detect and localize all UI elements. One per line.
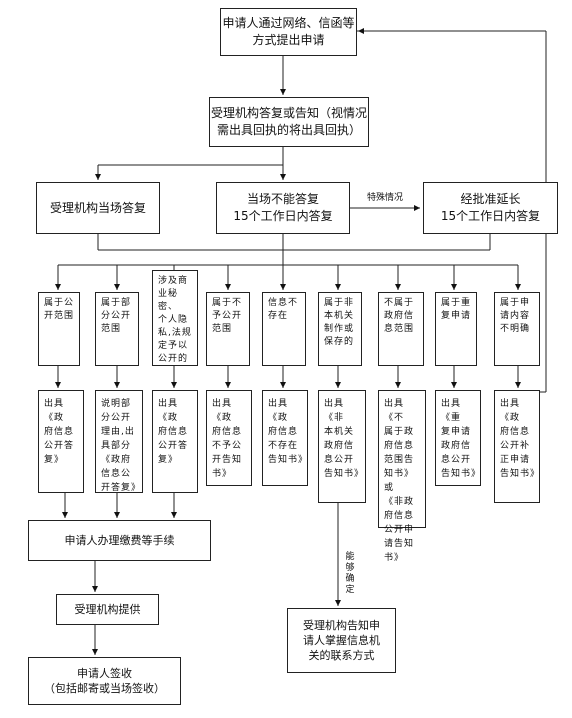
output-correction-notice: 出具《政 府信息 公开补 正申请 告知书》: [494, 390, 540, 503]
category-public: 属于公 开范围: [38, 292, 80, 366]
output-duplicate-notice: 出具《重 复申请 政府信 息公开 告知书》: [435, 390, 481, 486]
apply-node: 申请人通过网络、信函等 方式提出申请: [220, 8, 357, 56]
category-partial-public: 属于部 分公开 范围: [95, 292, 139, 366]
category-not-public: 属于不 予公开 范围: [206, 292, 250, 366]
output-not-public-notice: 出具《政 府信息 不予公 开告知 书》: [206, 390, 252, 486]
inform-contact-node: 受理机构告知申 请人掌握信息机 关的联系方式: [287, 608, 396, 673]
special-case-label: 特殊情况: [367, 193, 404, 203]
category-trade-secret: 涉及商 业秘密、 个人隐 私,法规 定予以 公开的: [152, 270, 198, 366]
extension-node: 经批准延长 15个工作日内答复: [423, 182, 558, 234]
category-duplicate: 属于重 复申请: [435, 292, 477, 366]
category-other-agency: 属于非 本机关 制作或 保存的: [318, 292, 362, 366]
category-not-exist: 信息不 存在: [262, 292, 306, 366]
category-unclear: 属于申 请内容 不明确: [494, 292, 540, 366]
not-onsite-node: 当场不能答复 15个工作日内答复: [216, 182, 350, 234]
output-public-reply: 出具《政 府信息 公开答 复》: [38, 390, 84, 493]
can-determine-label: 能 够 确 定: [345, 552, 355, 595]
receipt-node: 申请人签收 （包括邮寄或当场签收）: [28, 657, 181, 705]
output-trade-secret-reply: 出具《政 府信息 公开答 复》: [152, 390, 198, 493]
reply-node: 受理机构答复或告知（视情况 需出具回执的将出具回执）: [209, 97, 369, 147]
output-not-exist-notice: 出具《政 府信息 不存在 告知书》: [262, 390, 308, 486]
output-other-agency-notice: 出具《非 本机关 政府信 息公开 告知书》: [318, 390, 366, 503]
onsite-reply-node: 受理机构当场答复: [36, 182, 160, 234]
output-not-gov-info-notice: 出具《不 属于政 府信息 范围告 知书》或 《非政 府信息 公开申 请告知 书》: [378, 390, 426, 563]
fees-node: 申请人办理缴费等手续: [28, 520, 211, 561]
output-partial-reply: 说明部 分公开 理由,出 具部分 《政府 信息公 开答复》: [95, 390, 143, 493]
category-not-gov-info: 不属于 政府信 息范围: [378, 292, 424, 366]
provide-node: 受理机构提供: [56, 594, 159, 625]
